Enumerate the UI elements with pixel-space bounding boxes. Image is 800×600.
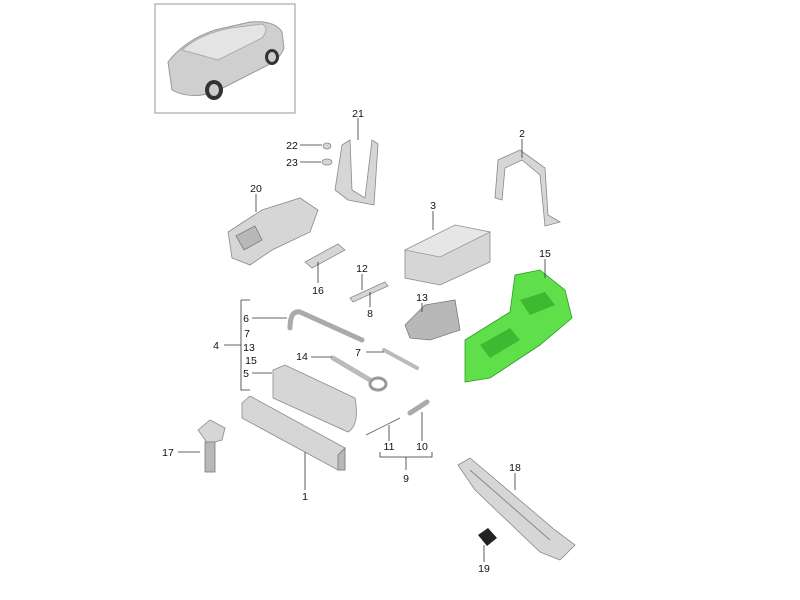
part-6-crank-rod[interactable] (287, 309, 365, 343)
label-7-group: 7 (244, 328, 250, 340)
part-10-plug[interactable] (407, 399, 430, 416)
label-3: 3 (430, 200, 436, 212)
part-14-towing-eye[interactable] (330, 355, 388, 392)
label-13-group: 13 (243, 342, 255, 354)
part-2-strap[interactable] (494, 149, 562, 227)
callout-labels: 21 22 23 2 20 3 15 12 16 8 13 4 6 7 13 1… (162, 108, 551, 575)
label-9: 9 (403, 473, 409, 485)
leader-lines (178, 118, 546, 562)
part-3-case[interactable] (403, 224, 492, 286)
vehicle-inset (154, 3, 296, 114)
part-11-wire[interactable] (365, 417, 401, 436)
label-19: 19 (478, 563, 490, 575)
part-20-foam-tray[interactable] (227, 197, 319, 266)
label-22: 22 (286, 140, 298, 152)
label-4: 4 (213, 340, 219, 352)
label-8: 8 (367, 308, 373, 320)
part-5-pouch[interactable] (272, 364, 357, 433)
part-18-jack[interactable] (457, 457, 576, 561)
label-11: 11 (384, 441, 395, 453)
label-17: 17 (162, 447, 174, 459)
label-7: 7 (355, 347, 361, 359)
part-23-washer[interactable] (321, 158, 333, 166)
part-1-foam-bar[interactable] (241, 395, 346, 471)
label-14: 14 (296, 351, 308, 363)
label-15-group: 15 (245, 355, 257, 367)
label-1: 1 (302, 491, 308, 503)
part-13-bracket-plate[interactable] (404, 299, 461, 341)
label-23: 23 (286, 157, 298, 169)
label-12: 12 (356, 263, 368, 275)
part-22-nut[interactable] (322, 142, 332, 150)
part-19-jack-pad[interactable] (478, 528, 497, 546)
part-7-pin[interactable] (382, 348, 419, 370)
label-2: 2 (519, 128, 525, 140)
label-21: 21 (352, 108, 364, 120)
part-17-wheel-bolt[interactable] (197, 419, 226, 473)
label-5: 5 (243, 368, 249, 380)
label-13: 13 (416, 292, 428, 304)
label-18: 18 (509, 462, 521, 474)
label-6: 6 (243, 313, 249, 325)
part-15-foam-insert-highlighted[interactable] (464, 269, 573, 383)
label-10: 10 (416, 441, 428, 453)
part-21-bracket[interactable] (334, 139, 379, 206)
part-12-wrench[interactable] (349, 281, 389, 303)
label-20: 20 (250, 183, 262, 195)
part-16-clip[interactable] (304, 243, 346, 269)
label-15: 15 (539, 248, 551, 260)
label-16: 16 (312, 285, 324, 297)
